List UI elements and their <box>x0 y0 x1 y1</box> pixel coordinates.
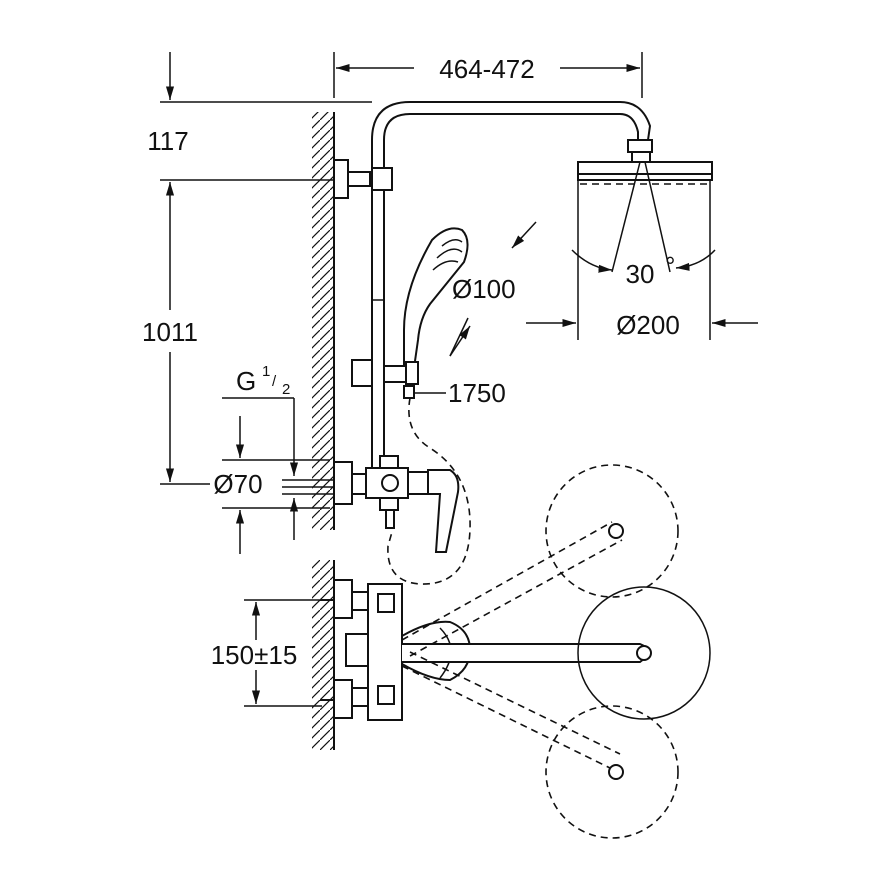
dimension-head-shower <box>526 240 758 340</box>
dimension-height <box>160 182 210 485</box>
dim-height: 1011 <box>142 317 198 347</box>
dim-angle-unit: ° <box>665 251 675 281</box>
upper-mixer <box>282 455 460 553</box>
wall-lower <box>312 560 335 750</box>
dimension-top <box>160 52 372 181</box>
dim-hose: 1750 <box>448 378 506 408</box>
dim-head-shower: Ø200 <box>616 310 680 340</box>
dim-rosette: Ø70 <box>213 469 262 499</box>
dimension-hand-shower <box>449 221 537 357</box>
hand-shower <box>403 227 469 369</box>
wall-upper <box>312 112 335 530</box>
thread-label: G 1 / 2 <box>222 363 299 540</box>
dim-hand-shower: Ø100 <box>452 274 516 304</box>
dimension-rosette <box>222 416 330 554</box>
dim-spray-angle: 30 <box>626 259 655 289</box>
thread-fraction-slash: / <box>272 373 277 390</box>
shower-riser <box>371 101 652 470</box>
dim-arm-length: 464-472 <box>439 54 534 84</box>
dim-centers: 150±15 <box>211 640 298 670</box>
wall-bracket <box>333 159 393 199</box>
hose <box>387 397 471 585</box>
slide-holder <box>351 359 419 399</box>
dim-thread-num: 1 <box>262 363 270 380</box>
dim-thread-den: 2 <box>282 381 290 398</box>
dim-top-offset: 117 <box>147 126 188 156</box>
dimension-centers <box>244 599 322 707</box>
head-shower <box>571 139 716 273</box>
dim-thread: G <box>236 366 256 396</box>
dimension-arm <box>333 52 643 98</box>
lever-positions <box>401 464 711 839</box>
